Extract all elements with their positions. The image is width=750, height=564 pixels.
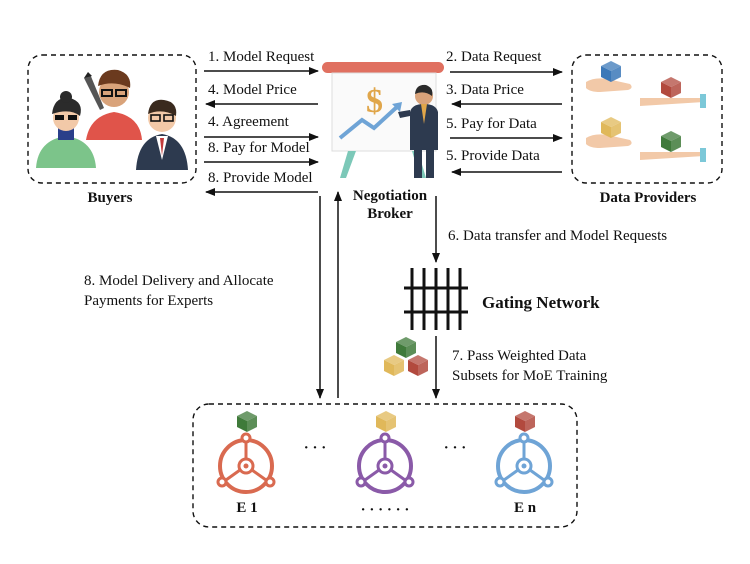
expert-n-label: E n [513,500,537,516]
step-model-request: 1. Model Request [208,49,315,65]
buyers-box [27,54,197,184]
step-pay-for-data: 5. Pay for Data [446,116,537,132]
step-8-label-line1: 8. Model Delivery and Allocate [84,273,274,289]
gating-network-label: Gating Network [482,293,600,312]
step-8-label-line2: Payments for Experts [84,293,214,309]
expert-middle [355,411,415,494]
broker-illustration: $ [322,62,444,178]
expert-1-label: E 1 [236,500,258,516]
buyer-broker-arrows [204,67,319,196]
step-data-price: 3. Data Price [446,82,524,98]
broker-label-line1: Negotiation [352,188,428,204]
step-model-price: 4. Model Price [208,82,297,98]
gating-network-icon [404,268,468,330]
step-data-request: 2. Data Request [446,49,542,65]
experts-box [192,403,578,528]
svg-text:$: $ [366,83,383,120]
step-7-label-line2: Subsets for MoE Training [452,368,608,384]
ellipsis-left: · · · [303,440,327,456]
providers-illustration [586,61,706,162]
step-provide-data: 5. Provide Data [446,148,540,164]
buyers-illustration [36,69,188,170]
broker-label-line2: Broker [367,206,413,222]
step-7-label-line1: 7. Pass Weighted Data [452,348,587,364]
providers-label: Data Providers [599,190,697,206]
buyers-label: Buyers [87,190,133,206]
expert-n [494,411,554,494]
step-pay-for-model: 8. Pay for Model [208,140,310,156]
expert-1 [216,411,276,494]
step-6-label: 6. Data transfer and Model Requests [448,228,668,244]
step-agreement: 4. Agreement [208,114,289,130]
weighted-cubes-icon [384,337,428,376]
step-provide-model: 8. Provide Model [208,170,313,186]
vertical-arrows [316,191,440,399]
providers-box [571,54,723,184]
ellipsis-right: · · · [443,440,467,456]
broker-provider-arrows [450,68,563,176]
ellipsis-bottom: · · · · · · [360,502,410,518]
